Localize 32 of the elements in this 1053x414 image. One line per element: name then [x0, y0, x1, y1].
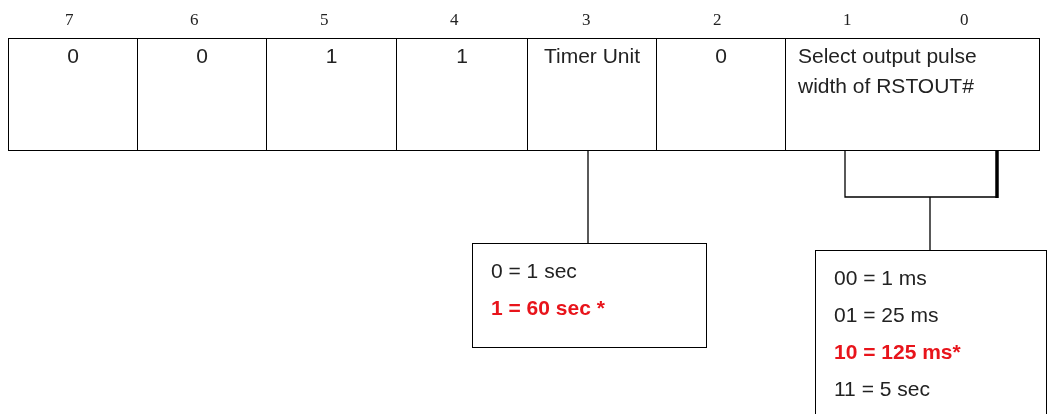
value-option: 11 = 5 sec	[834, 370, 1028, 407]
bit-number: 7	[65, 10, 74, 30]
legend-box	[815, 250, 1047, 414]
field-value: 0	[195, 43, 209, 69]
legend-box	[472, 243, 707, 348]
bit-field-cell	[266, 38, 397, 151]
bracket-connector	[844, 150, 999, 251]
value-option: 10 = 125 ms*	[834, 333, 1028, 370]
value-option: 0 = 1 sec	[491, 252, 688, 289]
bit-field-cell	[8, 38, 138, 151]
bit-field-cell	[137, 38, 267, 151]
bit-field-cell	[656, 38, 786, 151]
bit-number: 5	[320, 10, 329, 30]
field-value: 1	[455, 43, 469, 69]
value-option: 00 = 1 ms	[834, 259, 1028, 296]
value-option: 1 = 60 sec *	[491, 289, 688, 326]
value-option: 01 = 25 ms	[834, 296, 1028, 333]
bit-number: 1	[843, 10, 852, 30]
bit-number: 3	[582, 10, 591, 30]
bit-field-cell	[785, 38, 1040, 151]
bit-field-cell	[527, 38, 657, 151]
bit-field-cell	[396, 38, 528, 151]
field-value: 1	[324, 43, 339, 69]
connector-line	[587, 150, 589, 244]
field-value: Select output pulse width of RSTOUT#	[798, 43, 978, 99]
field-value: Timer Unit	[542, 43, 642, 69]
bit-number: 4	[450, 10, 459, 30]
field-value: 0	[714, 43, 728, 69]
bit-number: 0	[960, 10, 969, 30]
bit-number: 6	[190, 10, 199, 30]
field-value: 0	[66, 43, 80, 69]
bit-number: 2	[713, 10, 722, 30]
